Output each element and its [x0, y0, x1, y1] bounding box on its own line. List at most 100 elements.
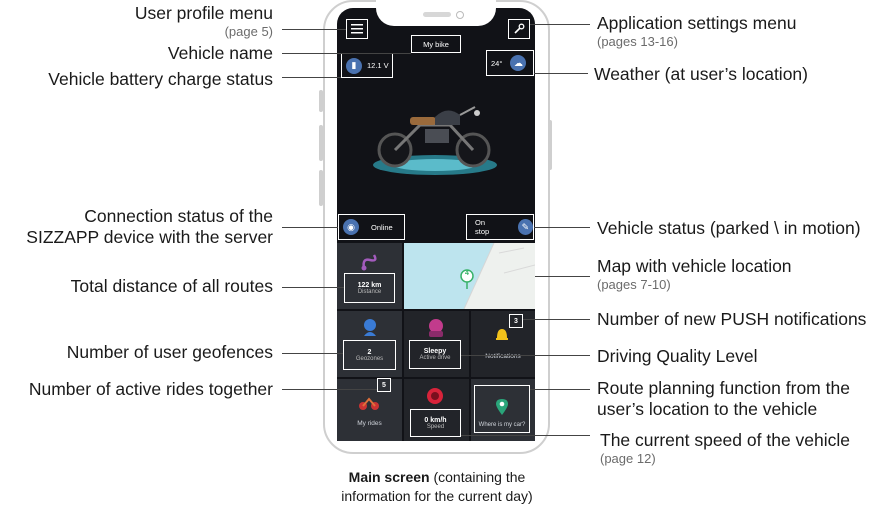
user-profile-menu-button[interactable] — [346, 19, 368, 39]
phone-volume-down — [319, 170, 323, 206]
annotation-user-profile-menu: User profile menu (page 5) — [135, 3, 273, 40]
leader-line — [282, 29, 346, 30]
driving-quality-label: Active drive — [419, 355, 451, 361]
notifications-tile[interactable] — [471, 311, 535, 377]
annotation-geofences: Number of user geofences — [67, 342, 273, 363]
annotation-app-settings: Application settings menu (pages 13-16) — [597, 13, 796, 50]
leader-line — [282, 77, 341, 78]
speedometer-icon — [427, 388, 443, 404]
leader-line — [282, 227, 338, 228]
connection-status-box: ◉ Online — [338, 214, 405, 240]
figure-caption: Main screen (containing the information … — [320, 468, 554, 506]
annotation-connection-status: Connection status of the SIZZAPP device … — [26, 206, 273, 248]
wrench-icon — [514, 23, 525, 34]
vehicle-status-box: On stop ✎ — [466, 214, 534, 240]
annotation-vehicle-status: Vehicle status (parked \ in motion) — [597, 218, 861, 239]
rides-icon — [359, 397, 379, 410]
annotation-title: Route planning function from the — [597, 378, 850, 398]
annotation-battery-status: Vehicle battery charge status — [48, 69, 273, 90]
annotation-current-speed: The current speed of the vehicle (page 1… — [600, 430, 850, 467]
annotation-driving-quality: Driving Quality Level — [597, 346, 757, 367]
annotation-title-line2: SIZZAPP device with the server — [26, 227, 273, 247]
geofences-label: Geozones — [355, 355, 384, 362]
connection-status-text: Online — [371, 222, 393, 232]
geofence-pin-icon — [364, 319, 376, 336]
annotation-title: Number of user geofences — [66, 342, 273, 362]
phone-volume-up — [319, 125, 323, 161]
phone-camera — [456, 11, 464, 19]
where-is-my-car-button[interactable]: Where is my car? — [474, 385, 530, 433]
leader-line — [530, 24, 590, 25]
battery-icon: ▮ — [346, 57, 362, 74]
annotation-title: Number of active rides together — [28, 379, 273, 399]
caption-bold: Main screen — [348, 469, 430, 485]
distance-box: 122 km Distance — [344, 273, 395, 303]
geofences-box: 2 Geozones — [343, 340, 396, 370]
caption-rest: (containing the — [429, 469, 526, 485]
annotation-map: Map with vehicle location (pages 7-10) — [597, 256, 792, 293]
motorcycle-image — [373, 106, 497, 175]
route-icon — [361, 254, 377, 271]
vehicle-name-text: My bike — [423, 39, 449, 49]
annotation-title: User profile menu — [134, 3, 273, 23]
annotation-push: Number of new PUSH notifications — [597, 309, 866, 330]
rides-count-box: 5 — [377, 378, 391, 392]
phone-power-button — [548, 120, 552, 170]
battery-status-box: ▮ 12.1 V — [341, 53, 393, 78]
speed-label: Speed — [426, 423, 445, 430]
rides-count: 5 — [382, 381, 386, 389]
speed-box: 0 km/h Speed — [410, 409, 461, 437]
vehicle-map[interactable]: 4 — [404, 243, 535, 309]
annotation-sub: (pages 7-10) — [597, 277, 671, 292]
annotation-route-planning: Route planning function from the user’s … — [597, 378, 850, 420]
vehicle-status-text: On stop — [475, 218, 490, 236]
geofences-value: 2 — [367, 348, 372, 356]
map-marker-icon[interactable] — [460, 269, 474, 289]
annotation-title: Map with vehicle location — [597, 256, 792, 276]
annotation-sub: (page 12) — [600, 451, 656, 466]
rides-label: My rides — [357, 420, 382, 427]
menu-icon — [351, 24, 363, 34]
caption-line2: information for the current day) — [341, 487, 533, 504]
annotation-weather: Weather (at user’s location) — [594, 64, 808, 85]
annotation-total-distance: Total distance of all routes — [71, 276, 273, 297]
weather-box: 24° ☁ — [486, 50, 534, 76]
vehicle-name-box[interactable]: My bike — [411, 35, 461, 53]
annotation-title: Weather (at user’s location) — [594, 64, 808, 84]
app-settings-button[interactable] — [508, 19, 530, 39]
annotation-sub: (page 5) — [224, 24, 273, 39]
annotation-title: Driving Quality Level — [597, 346, 758, 366]
annotation-title: Vehicle battery charge status — [48, 69, 273, 89]
driver-icon — [429, 319, 443, 337]
distance-tile[interactable] — [337, 243, 402, 309]
annotation-active-rides: Number of active rides together — [29, 379, 273, 400]
wrench-status-icon: ✎ — [517, 219, 533, 235]
leader-line — [461, 435, 590, 436]
notifications-count: 3 — [514, 317, 518, 325]
annotation-title: Number of new PUSH notifications — [597, 309, 867, 329]
annotation-title-line2: user’s location to the vehicle — [597, 399, 818, 419]
distance-label: Distance — [357, 288, 382, 295]
driving-quality-value: Sleepy — [423, 348, 447, 355]
leader-line — [534, 227, 590, 228]
leader-line — [535, 276, 590, 277]
map-marker-label: 4 — [465, 270, 469, 277]
annotation-title: Application settings menu — [597, 13, 797, 33]
annotation-title: The current speed of the vehicle — [600, 430, 851, 450]
globe-icon: ◉ — [343, 219, 359, 235]
annotation-title: Vehicle name — [167, 43, 273, 63]
leader-line — [282, 53, 411, 54]
leader-line — [282, 389, 377, 390]
annotation-title: Connection status of the — [84, 206, 273, 226]
annotation-sub: (pages 13-16) — [597, 34, 678, 49]
leader-line — [461, 355, 590, 356]
leader-line — [282, 287, 344, 288]
notifications-count-box: 3 — [509, 314, 523, 328]
leader-line — [534, 73, 588, 74]
notifications-label: Notifications — [485, 353, 521, 360]
leader-line — [530, 389, 590, 390]
cloud-icon: ☁ — [510, 55, 527, 71]
battery-value: 12.1 V — [367, 61, 389, 70]
phone-side-button — [319, 90, 323, 112]
distance-value: 122 km — [357, 281, 382, 289]
